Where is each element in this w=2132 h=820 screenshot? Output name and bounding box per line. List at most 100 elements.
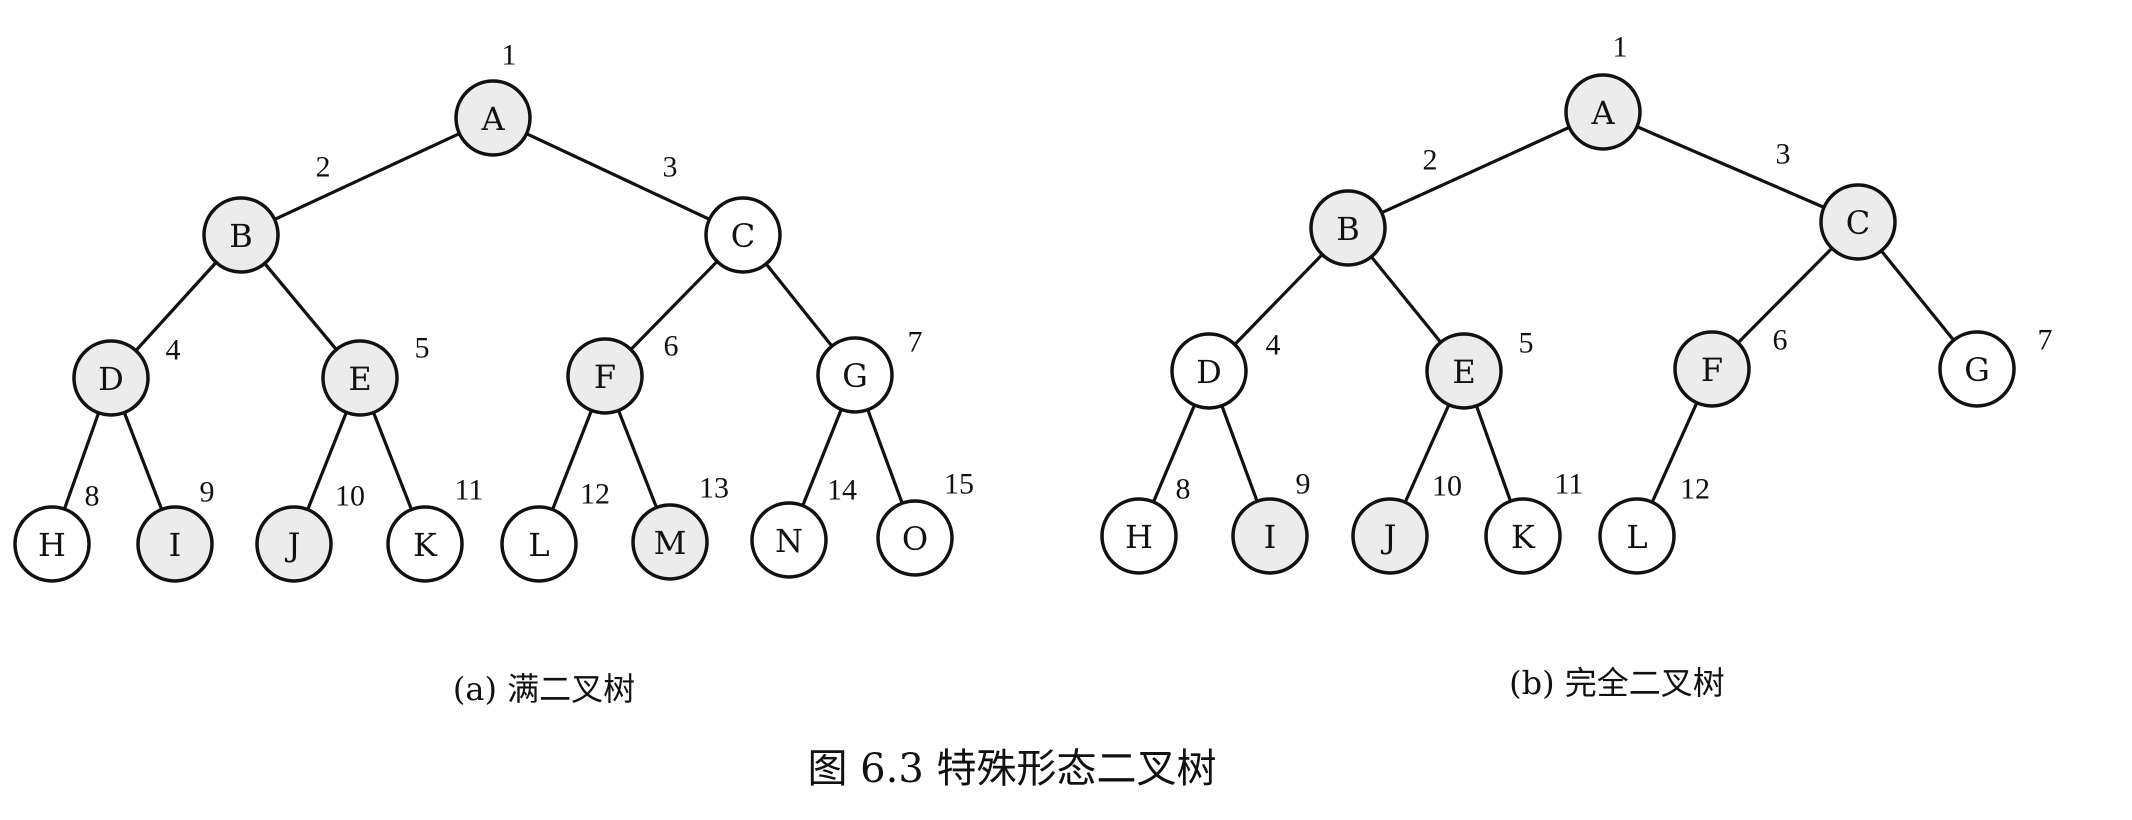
node-number: 14 bbox=[827, 474, 857, 507]
tree-node-o: O bbox=[876, 499, 954, 577]
node-number: 7 bbox=[908, 326, 923, 359]
node-circle bbox=[72, 339, 150, 417]
node-circle bbox=[631, 503, 709, 581]
node-label: C bbox=[1846, 204, 1870, 242]
node-label: N bbox=[775, 522, 803, 560]
node-number: 7 bbox=[2038, 324, 2053, 357]
node-circle bbox=[454, 79, 532, 157]
node-number: 9 bbox=[200, 476, 215, 509]
node-number: 10 bbox=[335, 480, 365, 513]
node-number: 4 bbox=[1266, 329, 1281, 362]
node-circle bbox=[386, 505, 464, 583]
node-number: 2 bbox=[316, 151, 331, 184]
node-number: 15 bbox=[944, 468, 974, 501]
node-number: 12 bbox=[580, 478, 610, 511]
node-circle bbox=[1351, 497, 1429, 575]
node-circle bbox=[13, 505, 91, 583]
tree-edge bbox=[764, 262, 834, 348]
node-circle bbox=[1598, 497, 1676, 575]
tree-node-l: L bbox=[500, 505, 578, 583]
tree-edge bbox=[62, 412, 101, 510]
node-label: D bbox=[98, 360, 124, 398]
node-circle bbox=[1100, 497, 1178, 575]
tree-edge bbox=[1736, 247, 1834, 344]
tree-node-k: K bbox=[386, 505, 464, 583]
node-label: F bbox=[594, 358, 616, 396]
node-label: J bbox=[1381, 518, 1397, 556]
tree-edge bbox=[273, 132, 461, 221]
tree-edge bbox=[525, 132, 711, 221]
caption-complete-binary-tree: (b) 完全二叉树 bbox=[1509, 664, 1725, 702]
node-circle bbox=[136, 505, 214, 583]
node-label: B bbox=[1336, 210, 1360, 248]
tree-node-d: D bbox=[72, 339, 150, 417]
node-label: A bbox=[480, 100, 505, 138]
tree-node-b: B bbox=[1309, 189, 1387, 267]
node-circle bbox=[1231, 497, 1309, 575]
tree-edge bbox=[1233, 253, 1324, 346]
node-label: I bbox=[169, 526, 182, 564]
node-label: G bbox=[1964, 351, 1990, 389]
node-circle bbox=[1938, 330, 2016, 408]
node-label: A bbox=[1590, 94, 1615, 132]
tree-node-e: E bbox=[1425, 332, 1503, 410]
node-number: 1 bbox=[502, 39, 517, 72]
tree-node-d: D bbox=[1170, 332, 1248, 410]
node-circle bbox=[816, 336, 894, 414]
node-circle bbox=[1309, 189, 1387, 267]
node-label: F bbox=[1701, 351, 1723, 389]
node-label: K bbox=[413, 526, 438, 564]
tree-node-k: K bbox=[1484, 497, 1562, 575]
tree-edge bbox=[1220, 405, 1259, 502]
node-label: B bbox=[229, 217, 253, 255]
tree-node-l: L bbox=[1598, 497, 1676, 575]
node-label: C bbox=[731, 217, 755, 255]
figure-title: 图 6.3 特殊形态二叉树 bbox=[807, 746, 1216, 792]
tree-edge bbox=[1650, 402, 1699, 503]
node-number: 8 bbox=[1176, 473, 1191, 506]
tree-node-n: N bbox=[750, 501, 828, 579]
tree-edge bbox=[122, 411, 164, 511]
node-number: 2 bbox=[1423, 144, 1438, 177]
caption-full-binary-tree: (a) 满二叉树 bbox=[453, 670, 635, 708]
node-label: I bbox=[1264, 518, 1277, 556]
node-label: L bbox=[1626, 518, 1647, 556]
node-number: 9 bbox=[1296, 468, 1311, 501]
node-circle bbox=[566, 337, 644, 415]
node-number: 11 bbox=[455, 474, 484, 507]
node-circle bbox=[321, 339, 399, 417]
tree-node-a: A bbox=[454, 79, 532, 157]
tree-edge bbox=[1370, 255, 1442, 344]
tree-edge bbox=[1381, 125, 1570, 215]
node-label: H bbox=[1125, 518, 1153, 556]
node-circle bbox=[1673, 330, 1751, 408]
node-label: G bbox=[842, 357, 868, 395]
tree-edge bbox=[629, 260, 719, 351]
node-number: 10 bbox=[1432, 470, 1462, 503]
tree-node-c: C bbox=[1819, 183, 1897, 261]
node-label: L bbox=[528, 526, 549, 564]
tree-node-j: J bbox=[1351, 497, 1429, 575]
node-circle bbox=[1170, 332, 1248, 410]
node-number: 3 bbox=[1776, 138, 1791, 171]
tree-edge bbox=[1151, 404, 1197, 503]
tree-edge bbox=[372, 411, 413, 511]
node-number: 4 bbox=[166, 334, 181, 367]
tree-node-g: G bbox=[1938, 330, 2016, 408]
tree-node-i: I bbox=[1231, 497, 1309, 575]
node-number: 3 bbox=[663, 151, 678, 184]
tree-edge bbox=[1880, 249, 1955, 342]
node-number: 6 bbox=[1773, 324, 1788, 357]
node-circle bbox=[202, 196, 280, 274]
node-label: K bbox=[1511, 518, 1536, 556]
tree-node-a: A bbox=[1564, 73, 1642, 151]
node-circle bbox=[750, 501, 828, 579]
node-number: 5 bbox=[415, 332, 430, 365]
node-circle bbox=[255, 505, 333, 583]
node-label: H bbox=[38, 526, 66, 564]
tree-edge bbox=[1474, 405, 1513, 502]
tree-node-f: F bbox=[566, 337, 644, 415]
node-circle bbox=[500, 505, 578, 583]
